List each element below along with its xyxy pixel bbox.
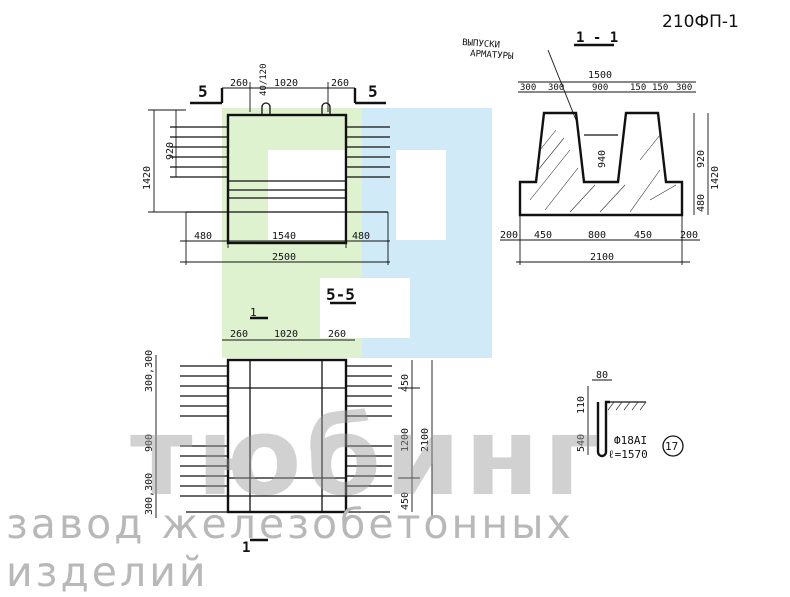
dim-800: 800 [588,230,606,241]
dim-900-bottom: 900 [144,434,155,452]
watermark-tagline: завод железобетонных изделий [6,500,574,596]
section-1-1 [500,43,709,265]
dim-480-b: 480 [352,231,370,242]
dim-200-b: 200 [680,230,698,241]
section-mark-5-left: 5 [198,82,208,101]
dim-200-a: 200 [500,230,518,241]
dim-300-300-bottom: 300,300 [144,473,155,515]
dim-540: 540 [576,434,587,452]
dim-300-300-top: 300,300 [144,350,155,392]
dim-80: 80 [596,370,608,381]
dim-480-a: 480 [194,231,212,242]
watermark-brand: тюбинг [130,395,604,520]
plan-bottom-labels: 5-5 1 1 260 1020 260 300,300 900 300,300… [144,285,431,556]
dim-920: 920 [696,150,707,168]
dim-1200: 1200 [400,428,411,452]
plan-top [148,82,390,265]
dim-150-a: 150 [630,83,646,93]
plan-bottom [155,301,433,542]
dim-300-a: 300 [520,83,536,93]
dim-480: 480 [696,194,707,212]
rebar-detail-labels: 80 110 540 Ф18АI ℓ=1570 17 [576,370,678,461]
section-mark-5-right: 5 [368,82,378,101]
dim-260-b-bottom: 260 [328,329,346,340]
dim-40-120: 40/120 [259,63,269,96]
dim-260-b: 260 [331,78,349,89]
drawing-code: 210ФП-1 [662,12,739,32]
rebar-detail [587,379,684,458]
label-vypuski: ВЫПУСКИ [462,38,501,51]
section-1-1-labels: 1 - 1 ВЫПУСКИ АРМАТУРЫ 1500 300 300 900 … [462,30,721,263]
logo-watermark [222,108,492,358]
dim-300-b: 300 [548,83,564,93]
dim-1540: 1540 [272,231,296,242]
dim-450-b-bottom: 450 [400,492,411,510]
dim-260-a: 260 [230,78,248,89]
rebar-diameter: Ф18АI [614,434,647,447]
section-title-5-5: 5-5 [326,285,355,304]
dim-940: 940 [597,150,608,168]
dim-1500: 1500 [588,70,612,81]
dim-1420: 1420 [142,166,153,190]
dim-1420: 1420 [710,166,721,190]
section-title-1-1: 1 - 1 [576,30,618,46]
rebar-length: ℓ=1570 [608,448,648,461]
dim-2100: 2100 [590,252,614,263]
section-mark-1-top: 1 [250,306,257,319]
dim-150-b: 150 [652,83,668,93]
dim-2500: 2500 [272,252,296,263]
section-mark-1-bottom: 1 [242,540,250,556]
dim-300-c: 300 [676,83,692,93]
dim-110: 110 [576,396,587,414]
dim-900: 900 [592,83,608,93]
dim-2100-bottom: 2100 [420,428,431,452]
dim-450-a: 450 [534,230,552,241]
dim-450-b: 450 [634,230,652,241]
dim-1020: 1020 [274,78,298,89]
rebar-position-number: 17 [665,440,678,453]
dim-260-a-bottom: 260 [230,329,248,340]
label-armatury: АРМАТУРЫ [470,49,514,62]
dim-920: 920 [165,142,176,160]
plan-top-labels: 5 5 260 1020 260 40/120 1420 920 480 154… [142,63,378,263]
dim-450-a-bottom: 450 [400,374,411,392]
dim-1020-bottom: 1020 [274,329,298,340]
